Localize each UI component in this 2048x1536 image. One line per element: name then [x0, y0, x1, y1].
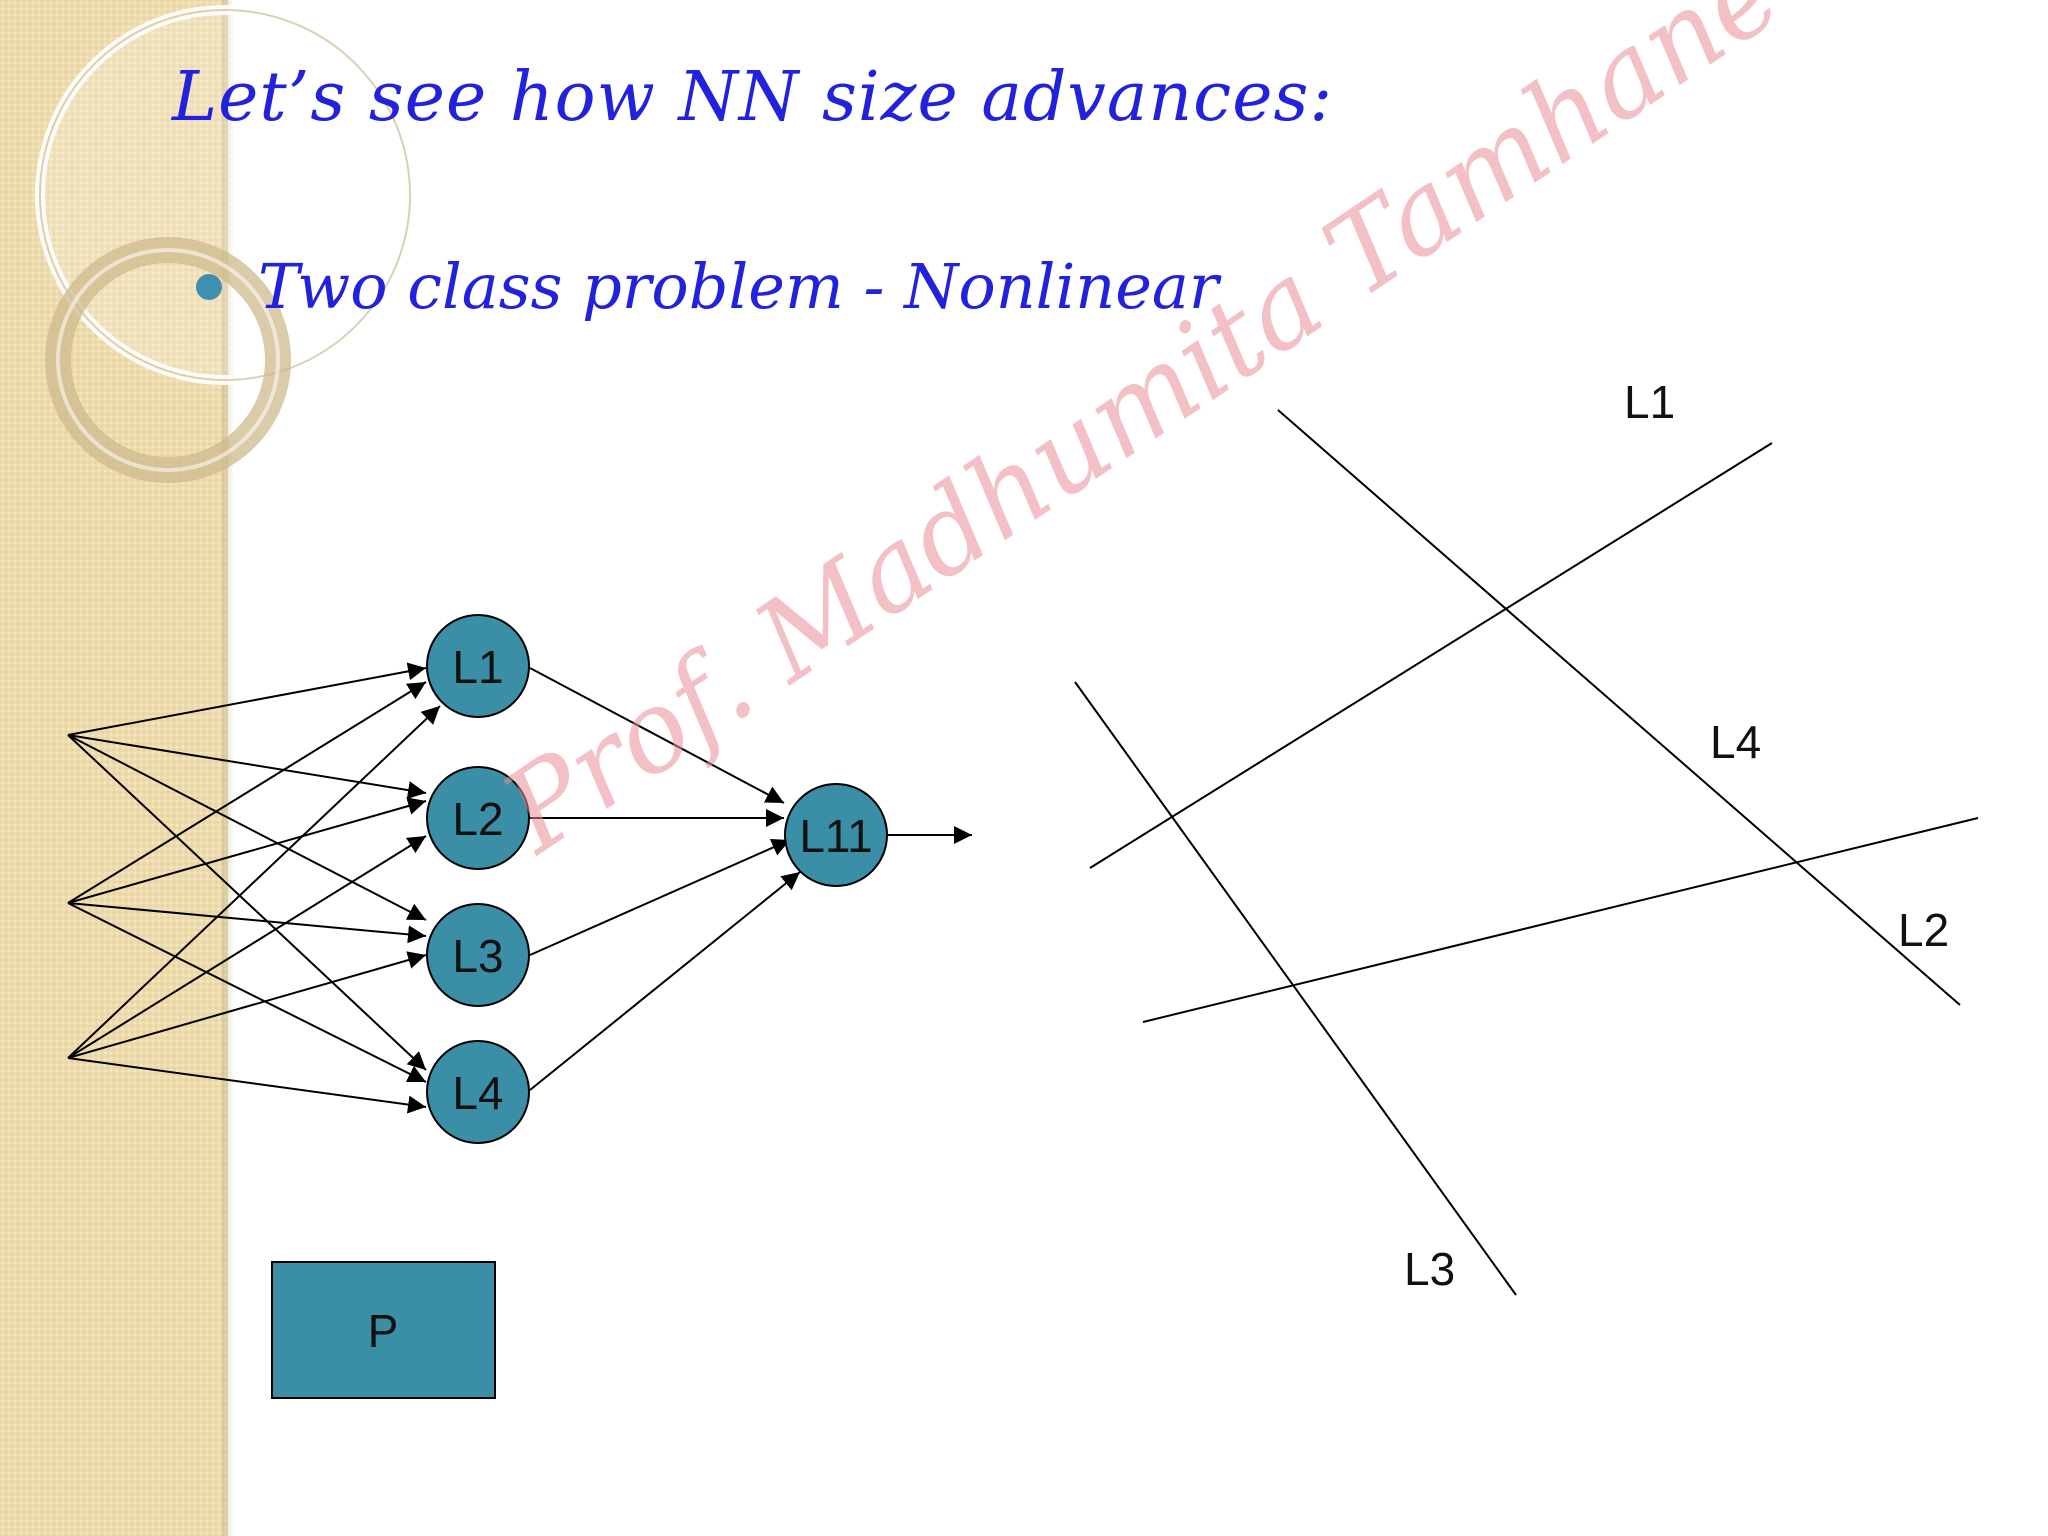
edge-l3-out	[529, 839, 791, 956]
output-node-l11: L11	[784, 783, 888, 887]
small-ring-highlight	[56, 248, 280, 472]
hidden-node-l4: L4	[426, 1040, 530, 1144]
bullet-text: Two class problem - Nonlinear	[258, 250, 1219, 323]
edge-in2-l2	[67, 797, 427, 904]
hidden-node-l2: L2	[426, 766, 530, 870]
edge-l4-out	[529, 871, 801, 1091]
node-label-l11: L11	[799, 810, 872, 862]
box-label-p: P	[368, 1305, 399, 1357]
edge-in1-l2	[67, 734, 427, 800]
slide-title: Let’s see how NN size advances:	[172, 58, 1334, 137]
bullet-dot-icon	[196, 273, 222, 300]
boundary-line-d	[1074, 681, 1517, 1296]
line-label-l4: L4	[1710, 716, 1761, 768]
edge-l1-out	[529, 667, 785, 804]
box-p: P	[271, 1261, 496, 1399]
edge-in3-l4	[67, 1057, 427, 1114]
node-label-l1: L1	[452, 641, 503, 693]
hidden-node-l3: L3	[426, 903, 530, 1007]
edge-in3-l2	[67, 835, 427, 1059]
edge-in1-l4	[67, 734, 427, 1071]
node-label-l3: L3	[452, 930, 503, 982]
input-edges	[67, 662, 441, 1114]
edge-in2-l3	[67, 902, 427, 944]
node-label-l2: L2	[452, 793, 503, 845]
edge-in1-l1	[67, 662, 427, 736]
node-label-l4: L4	[452, 1067, 503, 1119]
boundary-line-a	[1277, 409, 1961, 1006]
edge-in3-l1	[67, 705, 441, 1059]
edge-in2-l4	[67, 902, 427, 1083]
edge-in3-l3	[67, 951, 427, 1059]
large-ring-edge	[39, 9, 411, 381]
hidden-to-output-edges	[529, 667, 972, 1091]
line-label-l2: L2	[1898, 904, 1949, 956]
line-label-l3: L3	[1404, 1243, 1455, 1295]
boundary-line-c	[1142, 817, 1979, 1023]
decision-boundaries	[1074, 409, 1979, 1296]
bullet-item: Two class problem - Nonlinear	[196, 250, 1219, 323]
edge-in1-l3	[67, 734, 427, 921]
edge-in2-l1	[67, 681, 427, 904]
hidden-node-l1: L1	[426, 614, 530, 718]
line-label-l1: L1	[1624, 376, 1675, 428]
boundary-line-b	[1089, 442, 1773, 869]
